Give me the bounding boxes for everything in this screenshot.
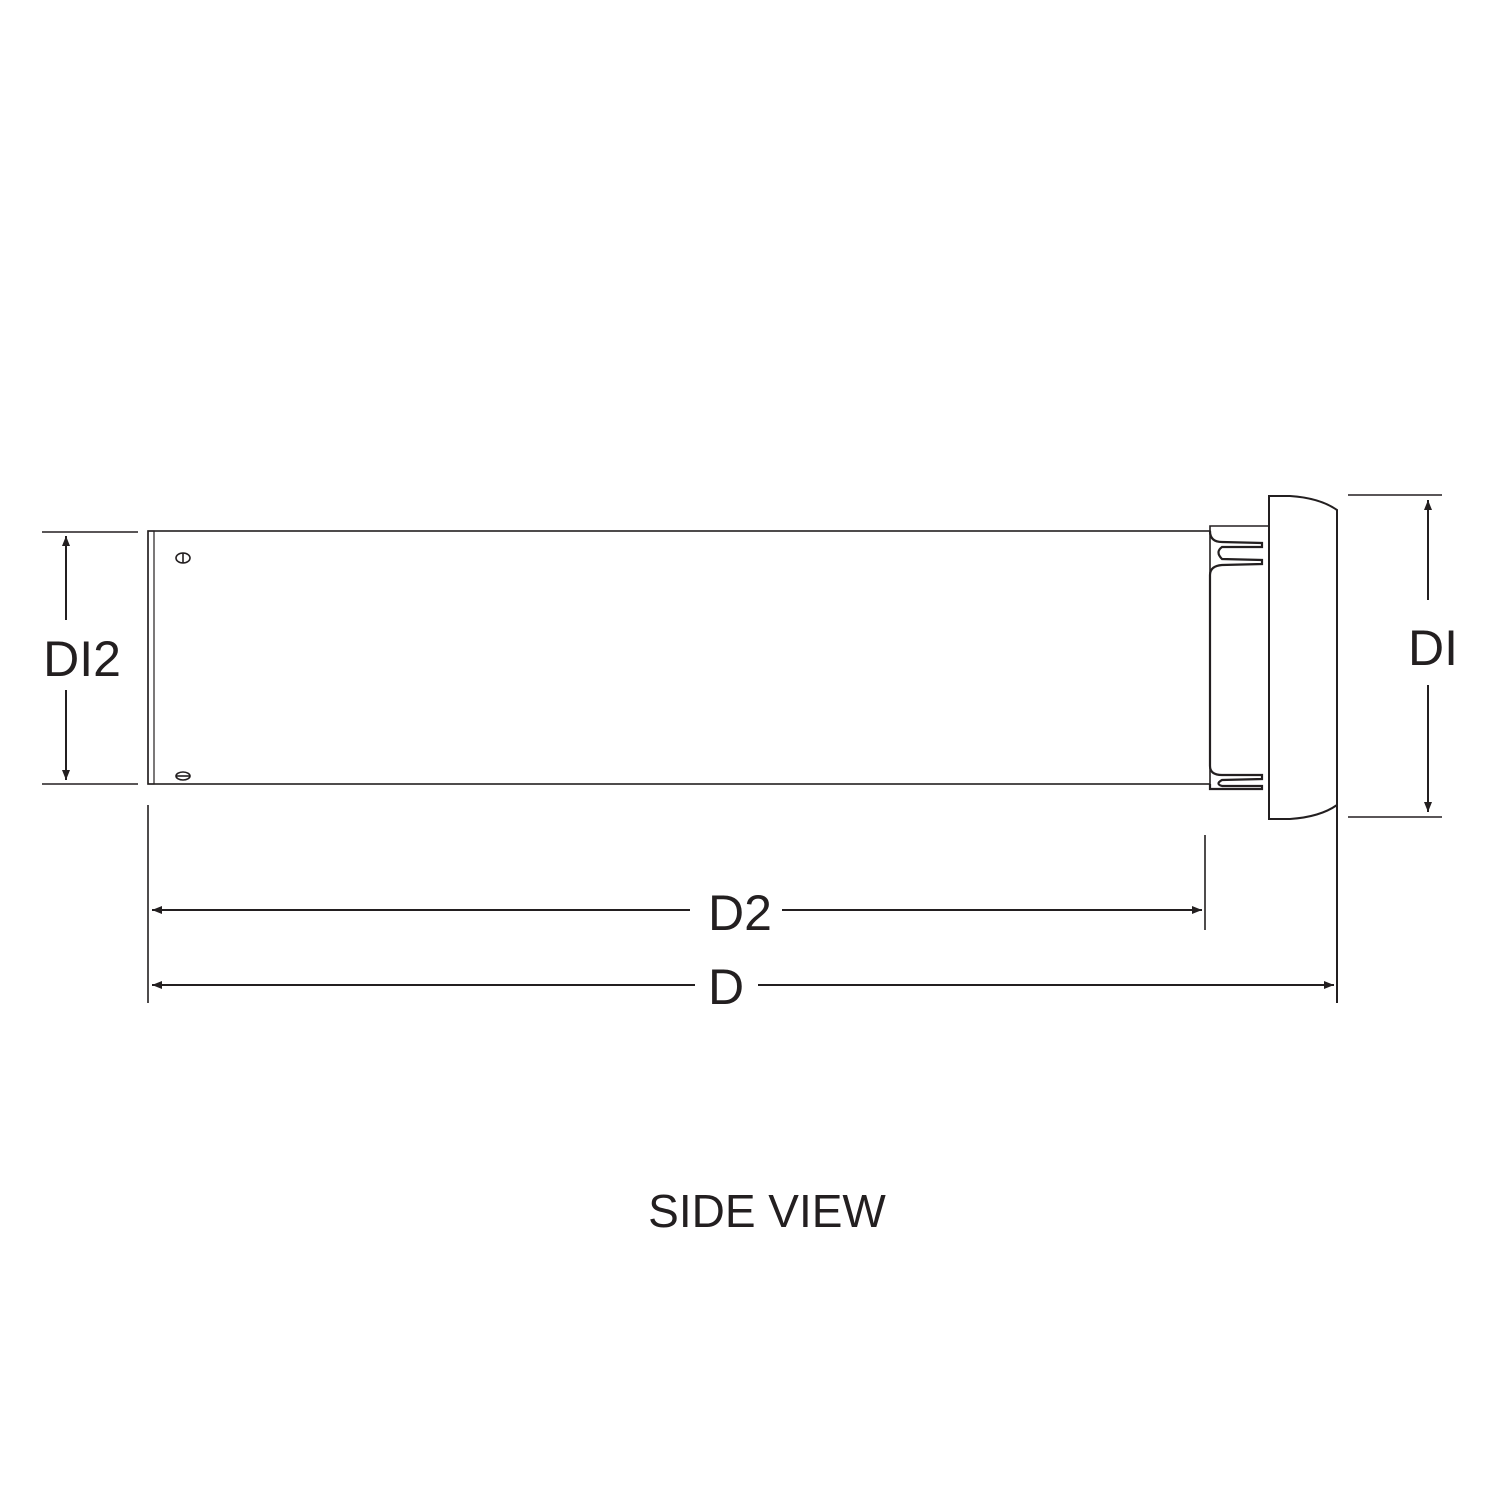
dim-label-d2: D2 [708, 885, 772, 941]
coupling [1208, 525, 1269, 791]
pipe-flange [147, 530, 155, 785]
dim-label-di2: DI2 [43, 631, 121, 687]
dim-label-di: DI [1408, 620, 1458, 676]
screw-icon [175, 552, 191, 564]
dim-label-d: D [708, 959, 744, 1015]
screw-icon [175, 771, 191, 781]
end-cap [1268, 495, 1338, 820]
pipe-body [147, 530, 1211, 785]
view-title: SIDE VIEW [648, 1185, 886, 1237]
